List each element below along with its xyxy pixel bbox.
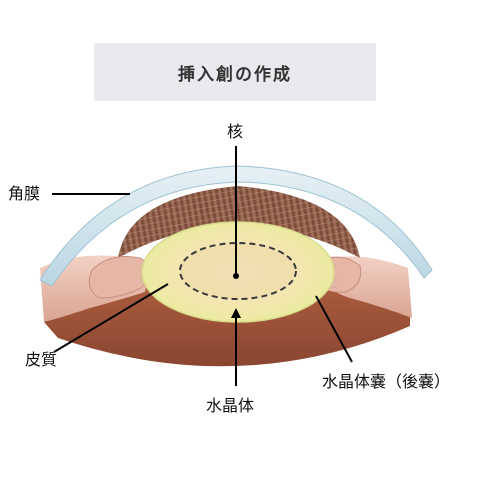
label-cortex: 皮質 [25,350,58,369]
label-nucleus: 核 [227,122,244,141]
leader-capsule [315,295,353,363]
leader-cortex [53,283,169,353]
label-capsule: 水晶体嚢（後嚢） [322,372,451,391]
label-cornea: 角膜 [8,184,41,203]
nucleus-outline [179,242,297,300]
cornea-shape [39,165,433,287]
leader-arrowheads [231,273,241,318]
page-title: 挿入創の作成 [178,64,292,85]
leader-lines [52,146,353,386]
title-box: 挿入創の作成 [94,43,376,101]
label-lens: 水晶体 [206,396,255,415]
